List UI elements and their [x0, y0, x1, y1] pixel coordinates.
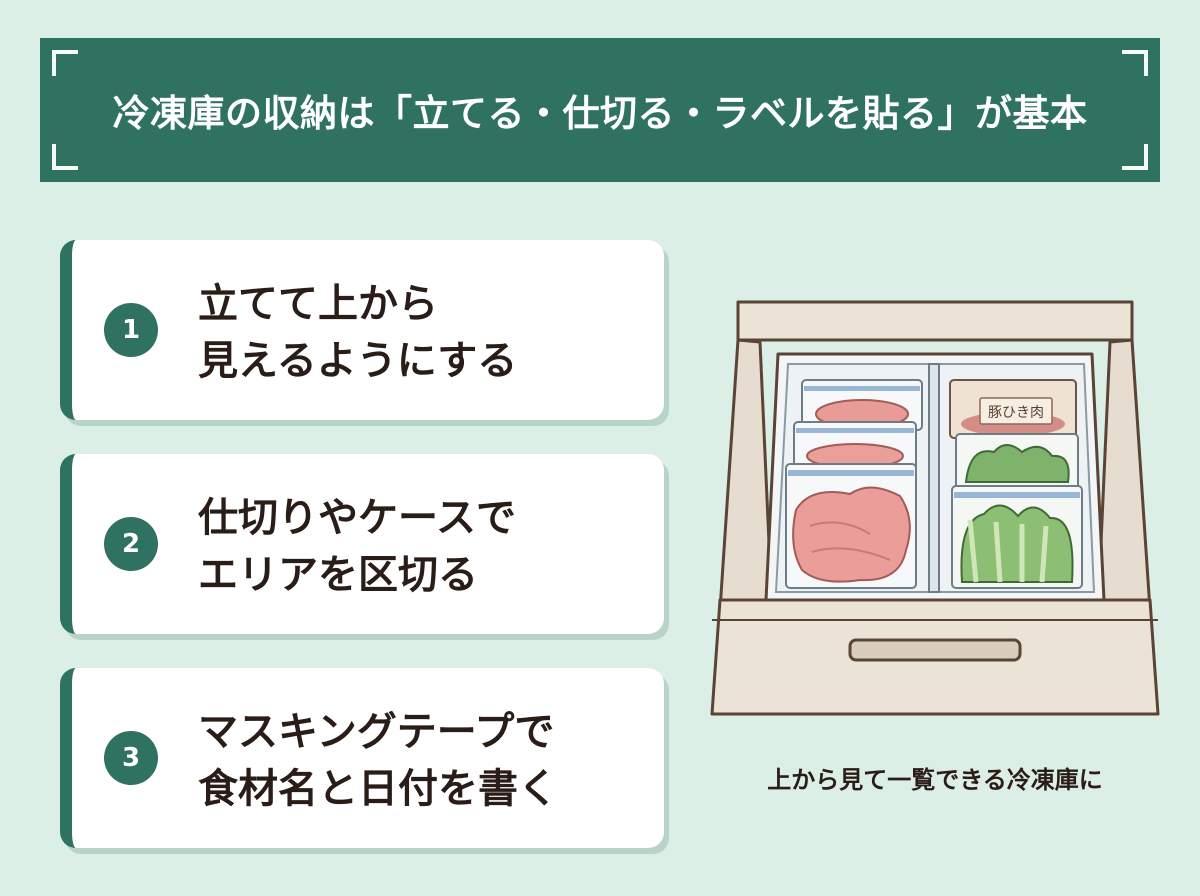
- step-text-line: 食材名と日付を書く: [198, 766, 558, 812]
- vegetable-bag: [951, 485, 1083, 589]
- corner-ornament: [1122, 144, 1148, 170]
- meat-bag: [785, 463, 917, 589]
- step-text: 立てて上から 見えるようにする: [198, 276, 654, 390]
- freezer-drawer-illustration: 豚ひき肉: [710, 300, 1160, 716]
- step-text-line: マスキングテープで: [198, 709, 555, 755]
- step-text-line: エリアを区切る: [198, 552, 478, 598]
- meat-bag: [793, 421, 917, 471]
- corner-ornament: [1122, 50, 1148, 76]
- step-number-badge: 1: [104, 303, 158, 357]
- illustration-caption: 上から見て一覧できる冷凍庫に: [767, 766, 1103, 794]
- drawer-handle: [848, 638, 1022, 662]
- corner-ornament: [52, 50, 78, 76]
- step-text-line: 仕切りやケースで: [198, 495, 516, 541]
- step-number-badge: 3: [104, 731, 158, 785]
- corner-ornament: [52, 144, 78, 170]
- step-text: 仕切りやケースで エリアを区切る: [198, 490, 654, 604]
- step-card-2: 2 仕切りやケースで エリアを区切る: [60, 454, 664, 634]
- step-number-badge: 2: [104, 517, 158, 571]
- step-text: マスキングテープで 食材名と日付を書く: [198, 704, 654, 818]
- page-title: 冷凍庫の収納は「立てる・仕切る・ラベルを貼る」が基本: [112, 92, 1088, 135]
- title-banner: 冷凍庫の収納は「立てる・仕切る・ラベルを貼る」が基本: [40, 38, 1160, 182]
- ground-pork-pack: 豚ひき肉: [949, 379, 1077, 439]
- vegetable-bag: [955, 433, 1079, 491]
- step-card-1: 1 立てて上から 見えるようにする: [60, 240, 664, 420]
- step-text-line: 立てて上から: [198, 281, 438, 327]
- step-text-line: 見えるようにする: [198, 338, 518, 384]
- pork-label: 豚ひき肉: [988, 405, 1044, 421]
- step-card-3: 3 マスキングテープで 食材名と日付を書く: [60, 668, 664, 848]
